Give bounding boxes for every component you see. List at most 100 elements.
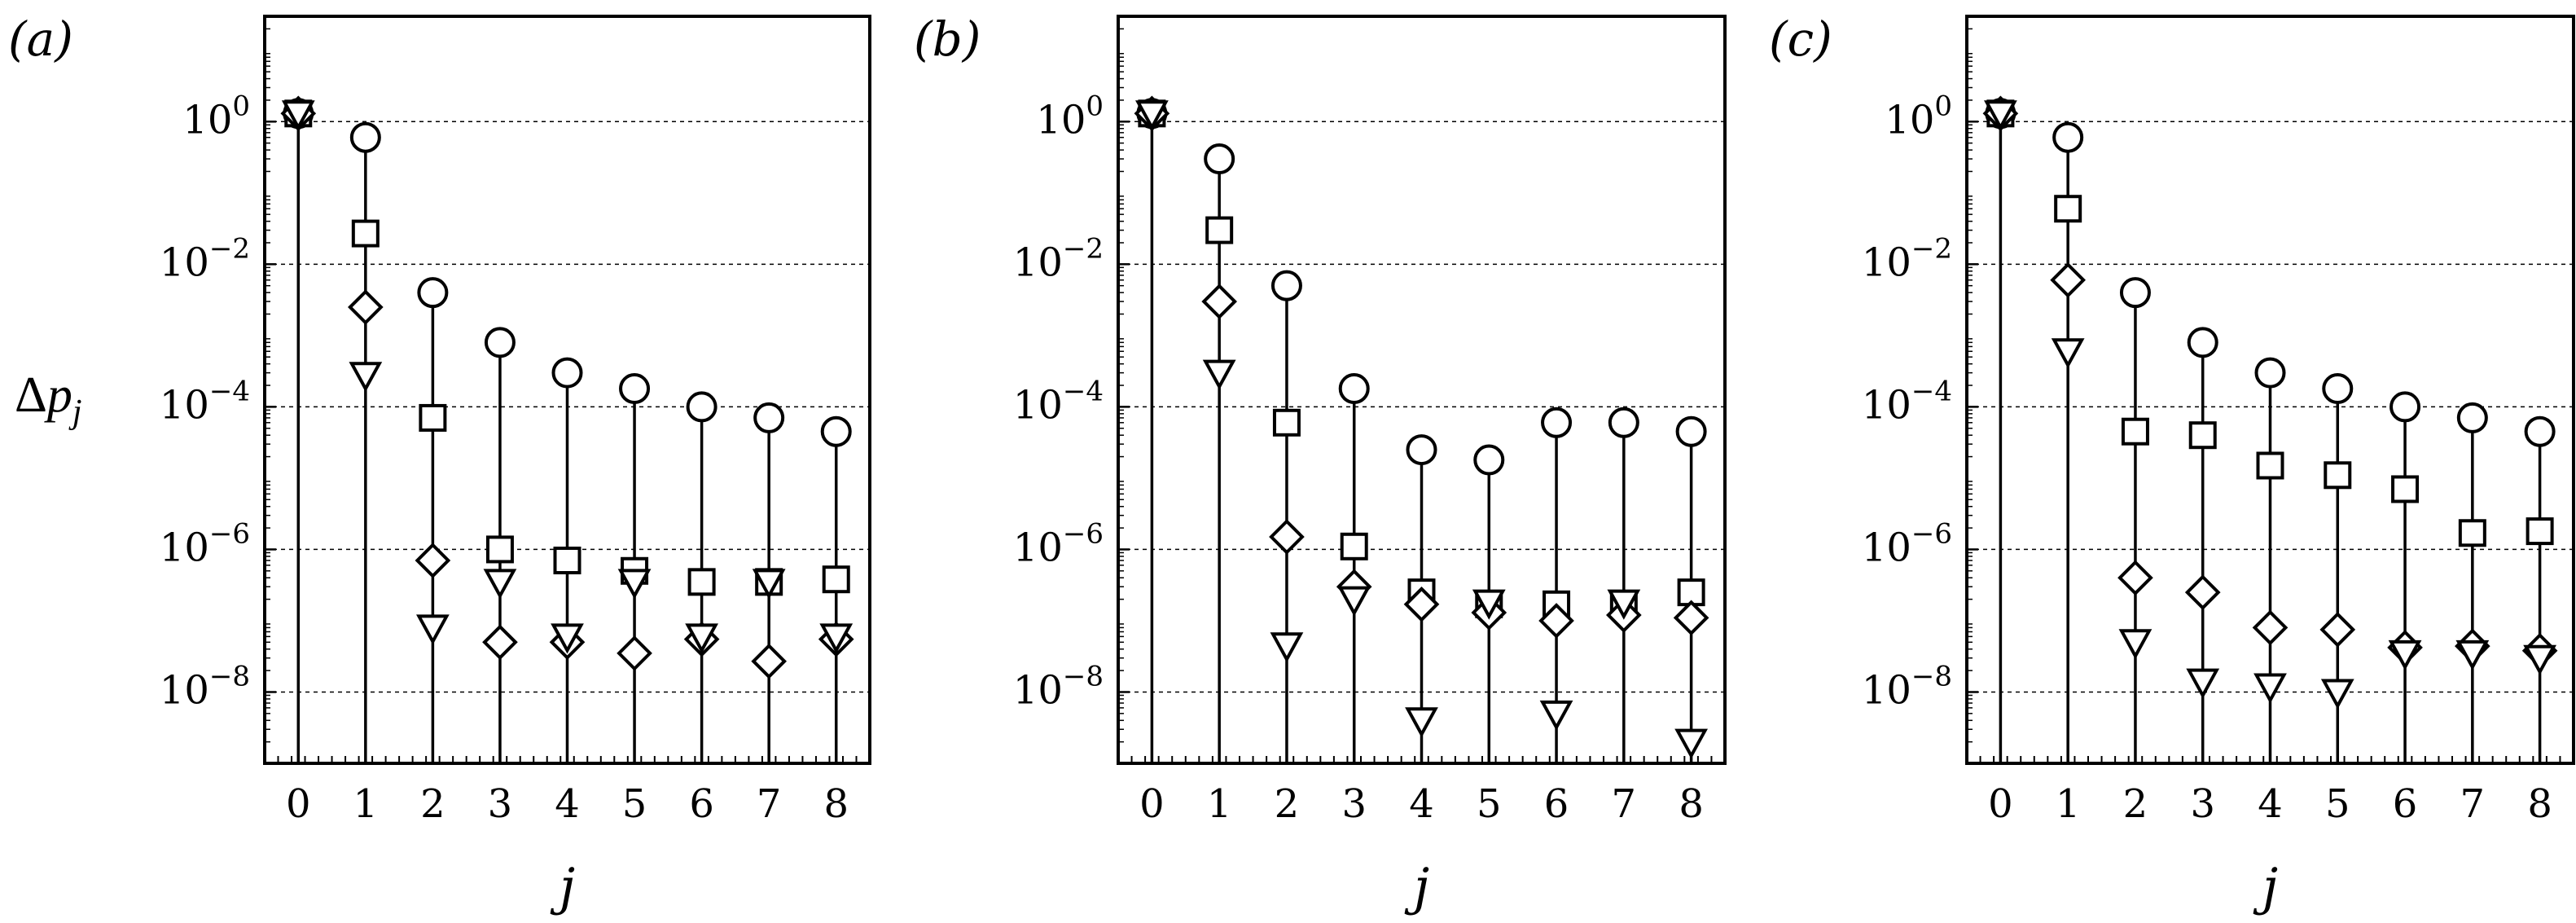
data-point-diamond — [1538, 603, 1574, 639]
y-tick-label: 10−2 — [1862, 232, 1952, 285]
y-tick-label: 10−8 — [1862, 660, 1952, 713]
x-tick-label: 2 — [2123, 781, 2148, 827]
x-tick-label: 6 — [1544, 781, 1569, 827]
data-point-triangle-down — [1539, 700, 1573, 731]
x-tick-label: 8 — [823, 781, 849, 827]
data-point-circle — [1608, 407, 1639, 438]
x-tick-label: 0 — [286, 781, 311, 827]
data-point-diamond — [2050, 262, 2086, 298]
data-point-circle — [349, 121, 381, 153]
data-point-triangle-down — [1270, 632, 1304, 663]
data-point-triangle-down — [2388, 640, 2422, 671]
data-point-triangle-down — [2320, 679, 2354, 710]
data-point-circle — [484, 327, 516, 358]
data-point-diamond — [617, 635, 652, 671]
data-point-triangle-down — [483, 569, 517, 600]
data-point-triangle-down — [1674, 728, 1708, 759]
data-point-diamond — [415, 543, 451, 578]
data-point-triangle-down — [617, 569, 652, 600]
data-point-triangle-down — [416, 614, 450, 645]
data-point-triangle-down — [752, 569, 786, 600]
panel-label: (b) — [914, 11, 981, 67]
x-tick-label: 3 — [488, 781, 513, 827]
data-point-circle — [1338, 373, 1370, 405]
data-point-circle — [417, 277, 449, 309]
y-tick-label: 10−4 — [1862, 375, 1952, 428]
data-point-circle — [2254, 357, 2286, 389]
data-point-triangle-down — [2523, 644, 2556, 675]
data-point-circle — [2524, 415, 2556, 447]
data-point-square — [553, 546, 581, 574]
data-point-circle — [2456, 402, 2488, 433]
data-point-circle — [2187, 327, 2218, 358]
y-tick-label: 10−6 — [1862, 517, 1952, 570]
data-point-triangle-down — [1337, 586, 1371, 617]
y-tick-label: 10−2 — [160, 232, 250, 285]
data-point-triangle-down — [281, 100, 315, 131]
data-point-triangle-down — [2455, 640, 2490, 671]
x-tick-label: 7 — [1612, 781, 1637, 827]
plot-frame — [1117, 15, 1727, 765]
data-point-diamond — [2252, 609, 2289, 646]
x-tick-label: 7 — [757, 781, 782, 827]
x-axis-label: j — [550, 857, 575, 916]
plot-frame — [263, 15, 871, 765]
y-tick-label: 10−4 — [1013, 375, 1104, 428]
data-point-diamond — [348, 289, 384, 325]
data-point-diamond — [1201, 283, 1237, 319]
x-tick-label: 5 — [1477, 781, 1502, 827]
data-point-diamond — [1269, 519, 1305, 555]
x-tick-label: 6 — [2393, 781, 2418, 827]
data-point-square — [419, 403, 447, 432]
data-point-triangle-down — [2051, 338, 2085, 369]
data-point-circle — [1406, 434, 1437, 466]
data-point-diamond — [482, 624, 518, 661]
data-point-circle — [753, 402, 785, 433]
x-tick-label: 3 — [2190, 781, 2215, 827]
data-point-triangle-down — [1405, 707, 1438, 738]
data-point-diamond — [2117, 560, 2153, 596]
y-tick-label: 10−6 — [160, 517, 250, 570]
data-point-diamond — [2319, 612, 2356, 648]
x-tick-label: 4 — [1409, 781, 1434, 827]
y-tick-label: 100 — [1885, 90, 1952, 143]
data-point-circle — [2052, 121, 2084, 153]
x-axis-label: j — [2253, 857, 2278, 916]
x-tick-label: 1 — [1207, 781, 1232, 827]
data-point-circle — [2322, 373, 2354, 405]
data-point-circle — [1204, 143, 1235, 175]
data-point-circle — [820, 415, 852, 447]
data-point-circle — [1473, 444, 1505, 476]
data-point-square — [2324, 461, 2352, 490]
data-point-square — [1340, 532, 1368, 560]
x-tick-label: 5 — [2325, 781, 2350, 827]
y-tick-label: 10−8 — [1013, 660, 1104, 713]
x-tick-label: 6 — [689, 781, 714, 827]
y-tick-label: 100 — [182, 90, 250, 143]
data-point-square — [2256, 451, 2284, 480]
data-point-circle — [551, 357, 583, 389]
y-tick-label: 10−6 — [1013, 517, 1104, 570]
y-tick-label: 100 — [1036, 90, 1104, 143]
x-tick-label: 4 — [2258, 781, 2283, 827]
x-tick-label: 4 — [555, 781, 580, 827]
x-tick-label: 2 — [420, 781, 445, 827]
data-point-circle — [2119, 277, 2151, 309]
data-point-square — [2458, 519, 2486, 547]
x-tick-label: 1 — [2056, 781, 2081, 827]
data-point-circle — [1675, 415, 1707, 447]
data-point-triangle-down — [1202, 359, 1236, 390]
data-point-circle — [1270, 270, 1302, 301]
data-point-triangle-down — [551, 623, 584, 654]
data-point-triangle-down — [685, 623, 718, 654]
x-tick-label: 7 — [2460, 781, 2486, 827]
x-axis-label: j — [1404, 857, 1429, 916]
x-tick-label: 2 — [1275, 781, 1300, 827]
data-point-square — [2121, 417, 2149, 446]
data-point-square — [2526, 517, 2554, 546]
data-point-square — [687, 568, 716, 596]
data-point-square — [1205, 216, 1234, 244]
